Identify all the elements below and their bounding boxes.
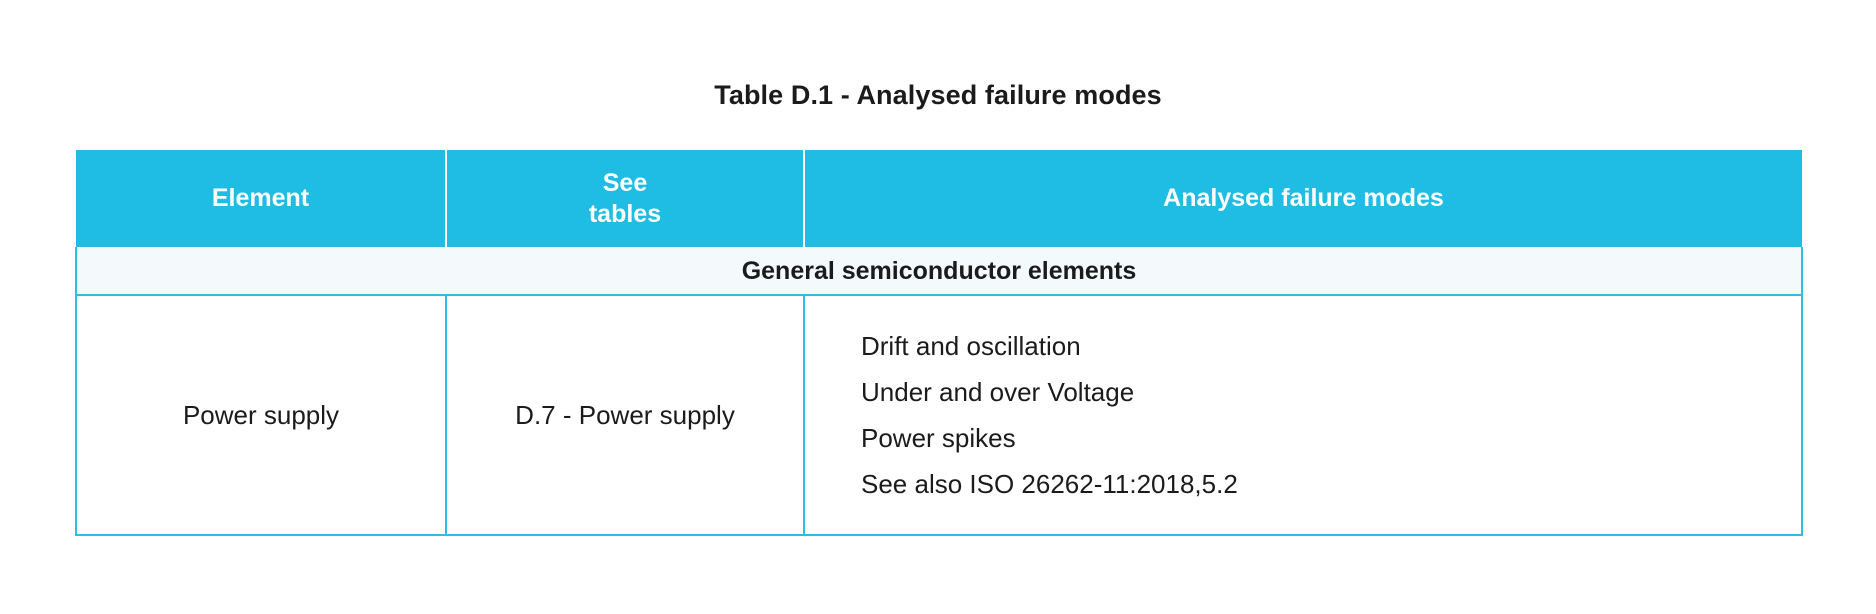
column-header-see-tables-line1: See [602,168,648,197]
failure-mode-item: Drift and oscillation [861,331,1081,361]
column-header-see-tables: See tables [446,150,805,247]
table-header: Element See tables Analysed failure mode… [76,150,1802,247]
analysed-failure-modes-table: Element See tables Analysed failure mode… [75,150,1803,536]
cell-see-tables-power-supply: D.7 - Power supply [445,294,805,536]
failure-mode-item: See also ISO 26262-11:2018,5.2 [861,469,1238,499]
cell-element-power-supply: Power supply [75,294,447,536]
failure-mode-item: Power spikes [861,423,1016,453]
section-header-row: General semiconductor elements [75,247,1803,296]
failure-modes-list: Drift and oscillation Under and over Vol… [861,323,1789,507]
column-header-analysed-failure-modes-label: Analysed failure modes [1163,184,1444,212]
column-header-see-tables-line2: tables [588,199,662,228]
table-container: Element See tables Analysed failure mode… [75,150,1803,536]
table-body: General semiconductor elements Power sup… [75,247,1803,536]
table-row: Power supply D.7 - Power supply Drift an… [75,294,1803,536]
column-header-element-label: Element [211,184,310,212]
column-header-element: Element [76,150,447,247]
table-header-row: Element See tables Analysed failure mode… [76,150,1802,247]
column-header-analysed-failure-modes: Analysed failure modes [804,150,1802,247]
failure-mode-item: Under and over Voltage [861,377,1135,407]
table-caption: Table D.1 - Analysed failure modes [714,80,1162,110]
cell-analysed-failure-modes: Drift and oscillation Under and over Vol… [803,294,1803,536]
section-header-general-semiconductor-elements: General semiconductor elements [75,247,1803,296]
